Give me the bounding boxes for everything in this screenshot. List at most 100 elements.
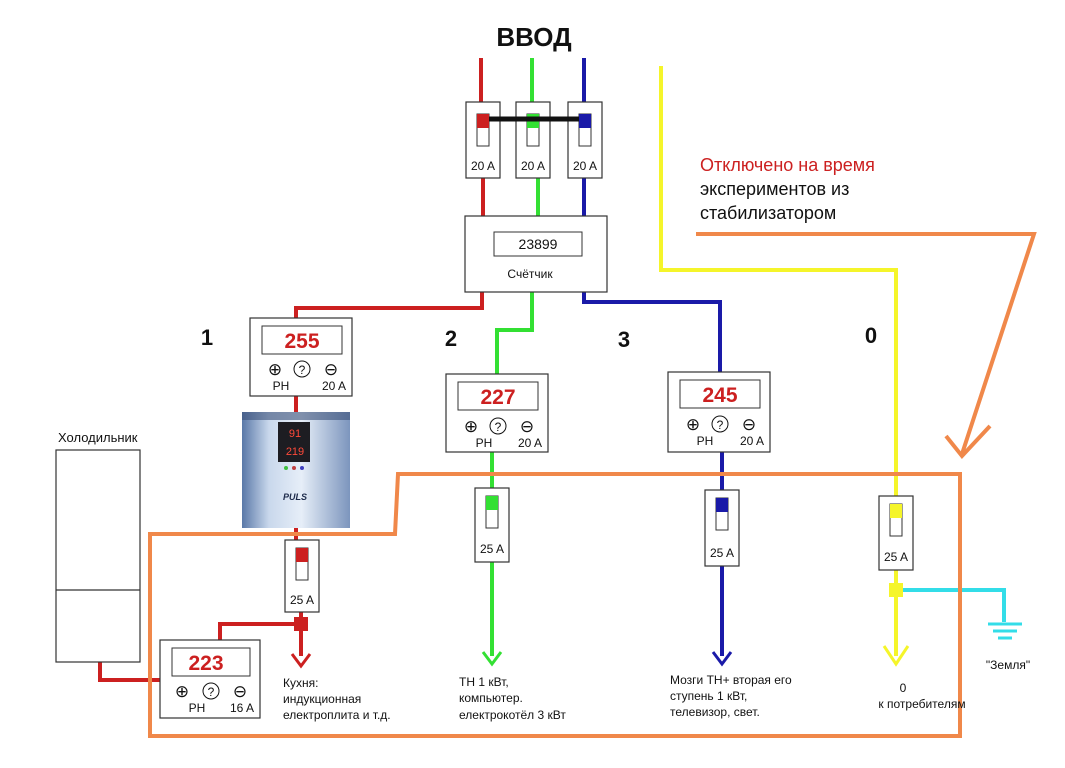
arrowheads <box>290 645 910 669</box>
wires <box>98 58 1006 682</box>
svg-text:PH: PH <box>189 701 206 715</box>
note-line-2: экспериментов из <box>700 179 849 199</box>
svg-text:електроплита и т.д.: електроплита и т.д. <box>283 708 391 722</box>
fridge-label: Холодильник <box>58 430 138 445</box>
consumer-branch-0: 0 к потребителям <box>878 681 965 711</box>
branch-breaker-3: 25 A <box>704 489 740 567</box>
svg-text:ступень 1 кВт,: ступень 1 кВт, <box>670 689 747 703</box>
svg-text:⊕: ⊕ <box>175 682 189 701</box>
toggle-red <box>477 114 489 128</box>
refrigerator: Холодильник <box>55 430 141 663</box>
svg-text:⊖: ⊖ <box>520 417 534 436</box>
branch-breaker-1: 25 A <box>284 539 320 613</box>
meter-reading: 23899 <box>519 236 558 252</box>
cyan-wire-ground <box>896 588 1006 622</box>
red-wire-to-reg4 <box>218 622 301 640</box>
input-breaker-blue: 20 A <box>567 101 603 179</box>
svg-text:25 A: 25 A <box>290 593 314 607</box>
relay-4-display: 223 <box>188 652 223 675</box>
green-arrow <box>481 651 503 667</box>
svg-text:⊕: ⊕ <box>268 360 282 379</box>
svg-text:20 A: 20 A <box>322 379 346 393</box>
svg-text:?: ? <box>495 420 502 434</box>
yellow-junction <box>889 583 903 597</box>
consumer-kitchen: Кухня: индукционная електроплита и т.д. <box>283 676 391 722</box>
relay-1-display: 255 <box>284 330 319 353</box>
yellow-wire-neutral <box>659 66 898 496</box>
svg-text:к потребителям: к потребителям <box>878 697 965 711</box>
svg-text:?: ? <box>717 418 724 432</box>
svg-text:⊕: ⊕ <box>686 415 700 434</box>
svg-text:20 A: 20 A <box>518 436 542 450</box>
breaker-3-toggle <box>716 498 728 512</box>
branch-number-0: 0 <box>865 323 877 348</box>
note-line-1: Отключено на время <box>700 155 875 175</box>
stabilizer-display-bottom: 219 <box>286 446 304 458</box>
input-breaker-green: 20 A <box>515 101 551 179</box>
branch-breaker-2: 25 A <box>474 487 510 563</box>
svg-text:⊖: ⊖ <box>233 682 247 701</box>
breaker-1-toggle <box>296 548 308 562</box>
svg-text:?: ? <box>208 685 215 699</box>
note-line-3: стабилизатором <box>700 203 836 223</box>
consumer-branch-3: Мозги ТН+ вторая его ступень 1 кВт, теле… <box>670 673 792 719</box>
svg-text:ТН 1 кВт,: ТН 1 кВт, <box>459 675 509 689</box>
voltage-relay-1: 255 ⊕ ? ⊖ PH 20 A <box>249 317 353 397</box>
voltage-stabilizer: 91 219 PULS <box>242 412 350 528</box>
branch-number-2: 2 <box>445 326 457 351</box>
relay-3-display: 245 <box>702 384 737 407</box>
breaker-2-toggle <box>486 496 498 510</box>
relay-2-display: 227 <box>480 386 515 409</box>
svg-text:⊖: ⊖ <box>324 360 338 379</box>
svg-text:25 A: 25 A <box>710 546 734 560</box>
svg-text:електрокотёл 3 кВт: електрокотёл 3 кВт <box>459 708 566 722</box>
svg-text:Мозги ТН+ вторая его: Мозги ТН+ вторая его <box>670 673 792 687</box>
blue-arrow <box>711 651 733 667</box>
red-wire-fridge <box>98 662 160 682</box>
svg-text:PH: PH <box>697 434 714 448</box>
green-wire-to-branch2 <box>495 292 534 374</box>
input-breaker-red: 20 A <box>465 101 501 179</box>
branch-breaker-0: 25 A <box>878 495 914 571</box>
svg-text:PH: PH <box>273 379 290 393</box>
svg-text:20 A: 20 A <box>521 159 545 173</box>
electricity-meter: 23899 Счётчик <box>464 215 608 293</box>
svg-text:телевизор, свет.: телевизор, свет. <box>670 705 760 719</box>
red-junction <box>294 617 308 631</box>
note-arrow-head <box>944 424 992 460</box>
red-arrow <box>290 653 312 669</box>
svg-text:25 A: 25 A <box>480 542 504 556</box>
red-wire-to-branch1 <box>294 292 484 318</box>
yellow-arrow <box>882 645 910 667</box>
svg-text:⊕: ⊕ <box>464 417 478 436</box>
voltage-relay-3: 245 ⊕ ? ⊖ PH 20 A <box>667 371 771 453</box>
toggle-blue <box>579 114 591 128</box>
consumer-branch-2: ТН 1 кВт, компьютер. електрокотёл 3 кВт <box>459 675 566 722</box>
stabilizer-display-top: 91 <box>289 428 301 440</box>
svg-text:20 A: 20 A <box>740 434 764 448</box>
svg-text:Кухня:: Кухня: <box>283 676 318 690</box>
ground-label: "Земля" <box>986 658 1030 672</box>
svg-text:25 A: 25 A <box>884 550 908 564</box>
branch-number-3: 3 <box>618 327 630 352</box>
blue-wire-to-branch3 <box>582 292 722 372</box>
meter-label: Счётчик <box>507 267 553 281</box>
svg-text:⊖: ⊖ <box>742 415 756 434</box>
svg-text:20 A: 20 A <box>471 159 495 173</box>
breaker-0-toggle <box>890 504 902 518</box>
ground-symbol <box>988 622 1022 640</box>
svg-text:?: ? <box>299 363 306 377</box>
svg-text:индукционная: индукционная <box>283 692 361 706</box>
svg-text:PH: PH <box>476 436 493 450</box>
voltage-relay-2: 227 ⊕ ? ⊖ PH 20 A <box>445 373 549 453</box>
voltage-relay-4: 223 ⊕ ? ⊖ PH 16 A <box>159 639 261 719</box>
svg-text:16 A: 16 A <box>230 701 254 715</box>
note-text: Отключено на время экспериментов из стаб… <box>700 155 875 223</box>
diagram-title: ВВОД <box>496 22 572 52</box>
svg-text:компьютер.: компьютер. <box>459 691 523 705</box>
orange-boundary <box>148 472 962 738</box>
note-arrow <box>696 232 1037 455</box>
orange-outline <box>148 232 1037 738</box>
